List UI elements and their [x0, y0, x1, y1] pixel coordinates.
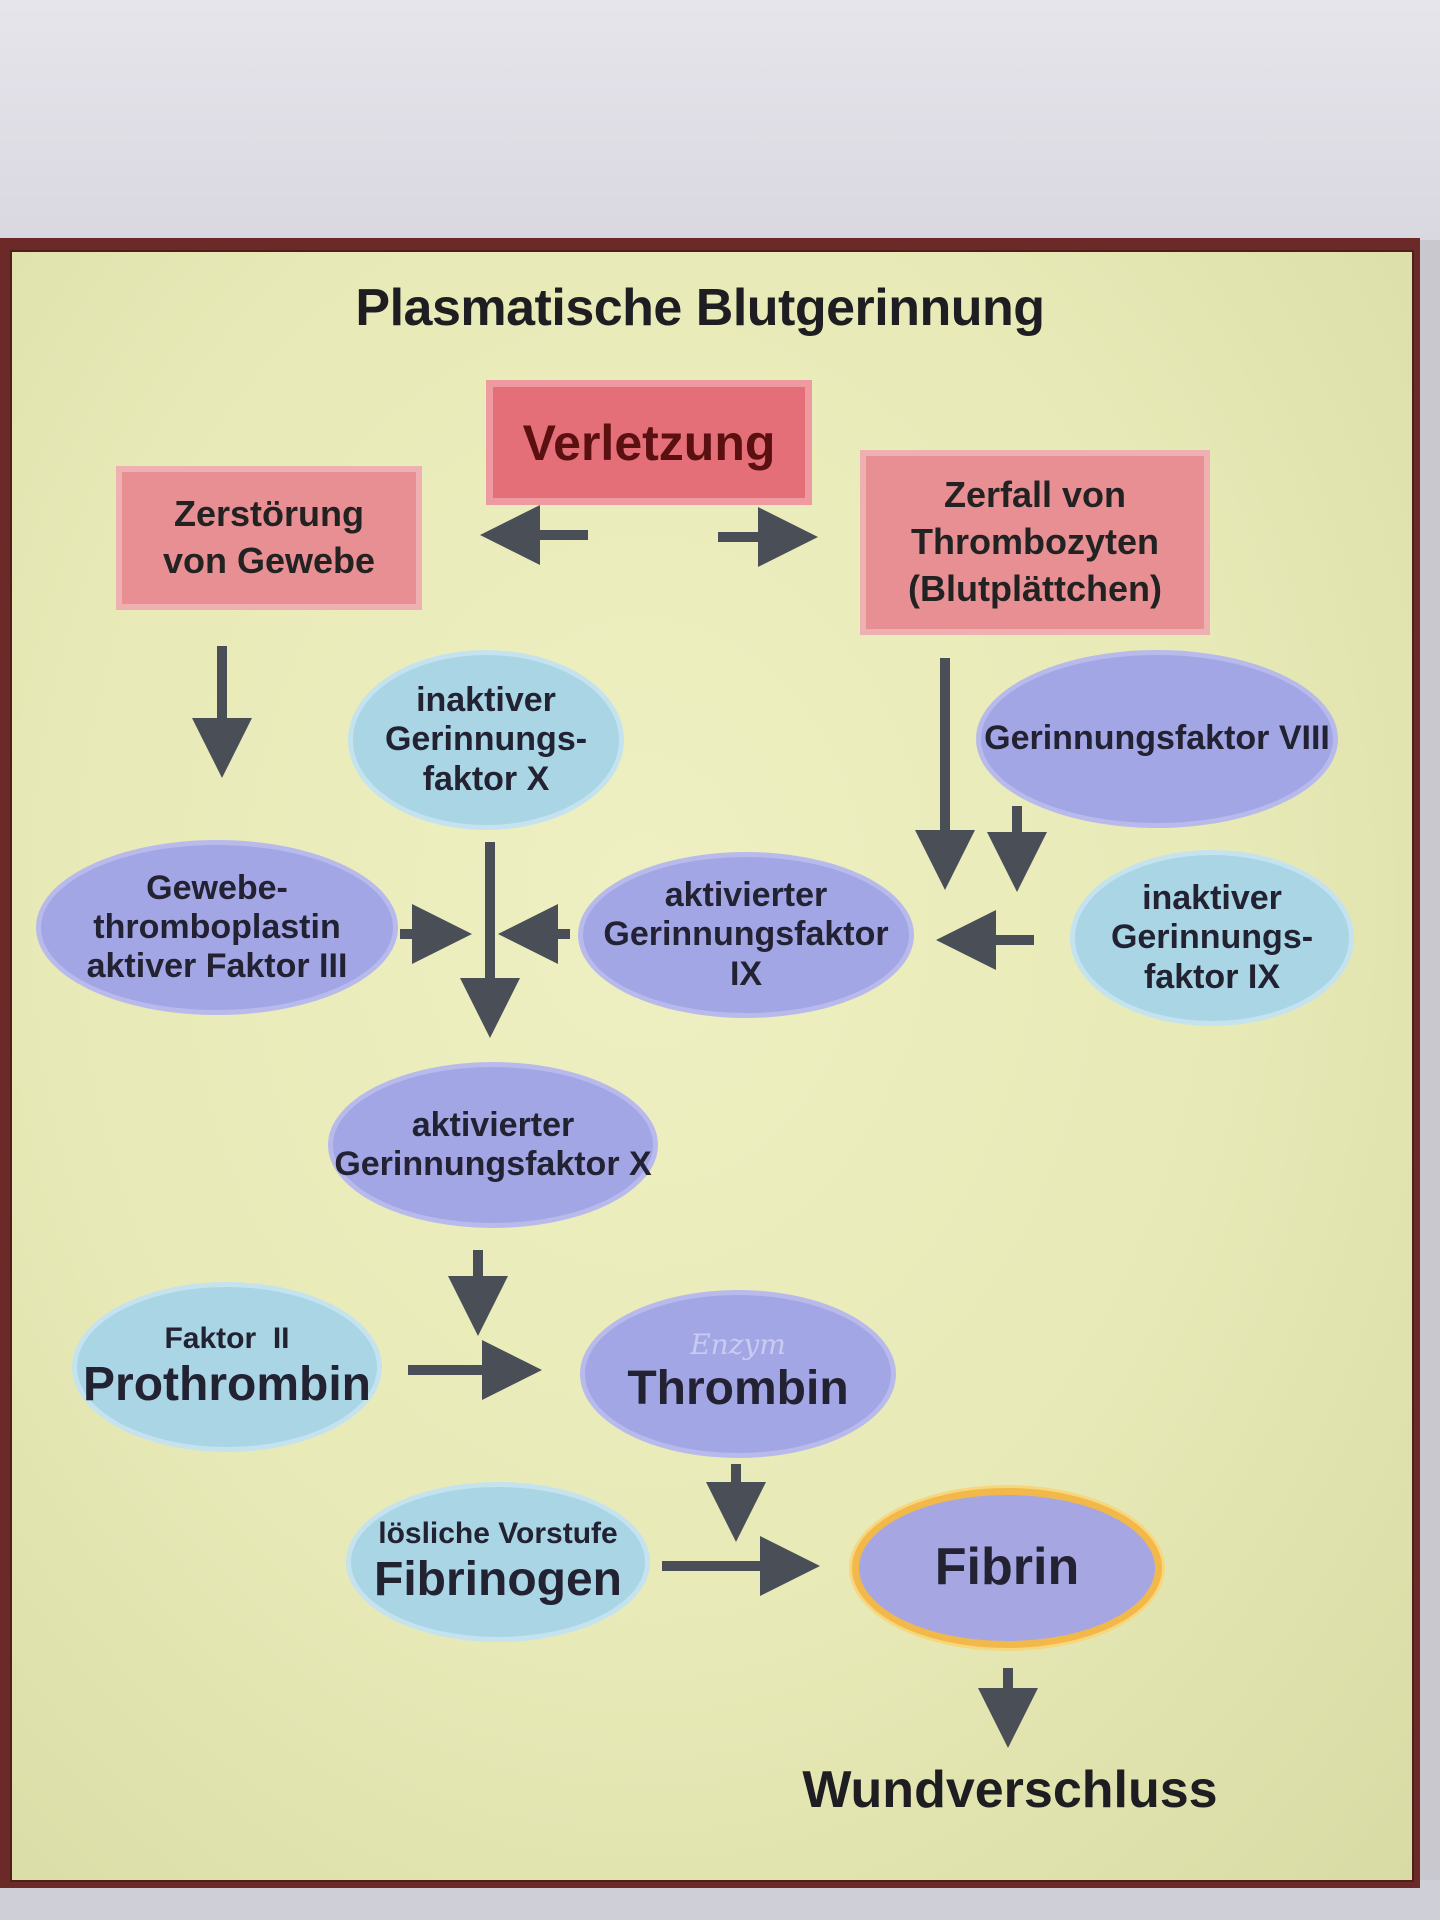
node-aktiv-ix-line2: Gerinnungsfaktor IX: [603, 915, 889, 993]
photo-background-right: [1418, 240, 1440, 1920]
node-faktor-viii-label: Gerinnungsfaktor VIII: [984, 719, 1330, 758]
node-gewebe-line3: aktiver Faktor III: [86, 947, 348, 986]
node-aktiv-ix-line1: aktivierter: [664, 876, 828, 915]
node-inaktiver-ix-line2: Gerinnungs-: [1110, 918, 1314, 957]
node-zerfall-thrombozyten: Zerfall von Thrombozyten (Blutplättchen): [860, 450, 1210, 635]
node-thrombin-label: Thrombin: [627, 1362, 849, 1416]
node-aktiv-x-line2: Gerinnungsfaktor X: [334, 1145, 652, 1183]
diagram-title: Plasmatische Blutgerinnung: [355, 279, 1045, 337]
node-inaktiver-x-line3: faktor X: [422, 759, 550, 798]
node-zerstoerung-line1: Zerstörung: [173, 493, 364, 535]
node-inaktiver-ix-line3: faktor IX: [1143, 957, 1281, 996]
node-aktivierter-faktor-x: aktivierter Gerinnungsfaktor X: [328, 1062, 658, 1228]
node-fibrinogen-line2: Fibrinogen: [374, 1552, 622, 1606]
node-gewebe-line1: Gewebe-: [146, 868, 288, 907]
node-zerfall-line2: Thrombozyten: [911, 521, 1159, 563]
node-gewebe-line2: thromboplastin: [93, 907, 341, 946]
node-prothrombin: Faktor II Prothrombin: [72, 1282, 382, 1452]
node-fibrinogen-line1: lösliche Vorstufe: [378, 1517, 618, 1551]
node-inaktiver-x-line1: inaktiver: [416, 681, 556, 720]
node-wundverschluss: Wundverschluss: [802, 1761, 1218, 1819]
node-verletzung: Verletzung: [486, 380, 812, 505]
node-fibrin: Fibrin: [852, 1488, 1162, 1648]
node-inaktiver-faktor-x: inaktiver Gerinnungs- faktor X: [348, 650, 624, 830]
node-inaktiver-faktor-ix: inaktiver Gerinnungs- faktor IX: [1070, 850, 1354, 1026]
node-gerinnungsfaktor-viii: Gerinnungsfaktor VIII: [976, 650, 1338, 828]
node-prothrombin-line2: Prothrombin: [83, 1357, 371, 1411]
node-zerfall-line1: Zerfall von: [943, 474, 1127, 516]
node-inaktiver-x-line2: Gerinnungs-: [384, 720, 588, 759]
node-inaktiver-ix-line1: inaktiver: [1142, 879, 1282, 918]
node-thrombin: Enzym Thrombin: [580, 1290, 896, 1458]
node-zerstoerung-von-gewebe: Zerstörung von Gewebe: [116, 466, 422, 610]
node-fibrin-label: Fibrin: [934, 1538, 1080, 1597]
node-thrombin-enzym-note: Enzym: [690, 1328, 786, 1362]
node-aktivierter-faktor-ix: aktivierter Gerinnungsfaktor IX: [578, 852, 914, 1018]
node-zerstoerung-line2: von Gewebe: [162, 540, 376, 581]
node-aktiv-x-line1: aktivierter: [411, 1105, 575, 1144]
node-verletzung-label: Verletzung: [522, 414, 776, 471]
node-prothrombin-line1: Faktor II: [164, 1322, 290, 1356]
node-fibrinogen: lösliche Vorstufe Fibrinogen: [346, 1482, 650, 1642]
node-zerfall-line3: (Blutplättchen): [908, 567, 1162, 609]
node-gewebethromboplastin: Gewebe- thromboplastin aktiver Faktor II…: [36, 840, 398, 1015]
photo-background-top: [0, 0, 1440, 240]
